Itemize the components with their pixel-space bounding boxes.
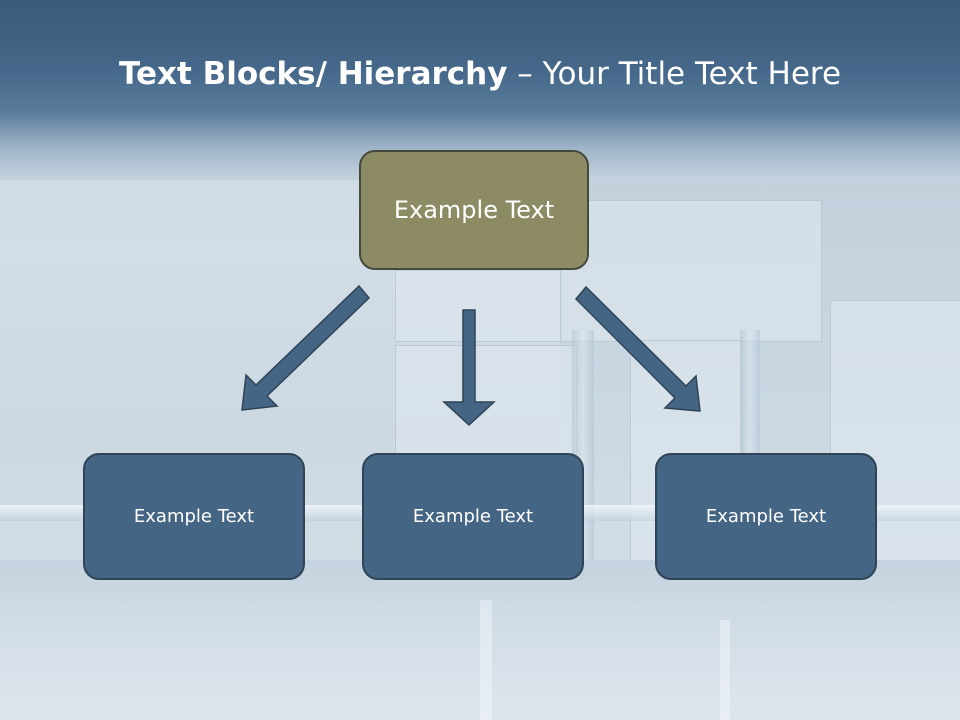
left-text-block[interactable]: Example Text <box>83 453 305 580</box>
arrow-to-right-box <box>574 285 701 412</box>
middle-text-block[interactable]: Example Text <box>362 453 584 580</box>
background-reflection <box>480 600 492 720</box>
top-text-block-label: Example Text <box>393 196 555 224</box>
title-normal-part: – Your Title Text Here <box>507 56 842 92</box>
top-text-block[interactable]: Example Text <box>359 150 589 270</box>
left-text-block-label: Example Text <box>133 506 255 527</box>
slide-title: Text Blocks/ Hierarchy – Your Title Text… <box>0 52 960 96</box>
title-bold-part: Text Blocks/ Hierarchy <box>118 56 508 92</box>
background-panel <box>395 270 562 342</box>
middle-text-block-label: Example Text <box>412 506 534 527</box>
right-text-block[interactable]: Example Text <box>655 453 877 580</box>
background-reflection <box>720 620 730 720</box>
right-text-block-label: Example Text <box>705 506 827 527</box>
arrow-to-left-box <box>241 284 371 411</box>
background-floor <box>0 560 960 720</box>
arrow-to-middle-box <box>442 309 496 427</box>
